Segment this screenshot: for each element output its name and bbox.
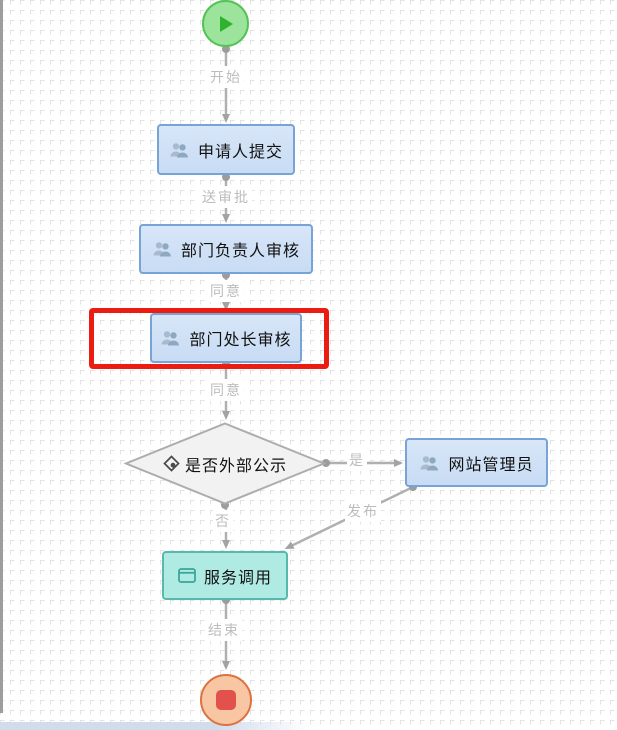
edge-label-publish: 发布 bbox=[345, 500, 381, 522]
edge-label-start: 开始 bbox=[208, 66, 244, 88]
edge-label-agree-2: 同意 bbox=[208, 379, 244, 401]
end-event-node[interactable] bbox=[200, 674, 252, 726]
users-icon bbox=[152, 241, 173, 257]
window-icon bbox=[178, 568, 196, 583]
edge-label-end: 结束 bbox=[206, 619, 242, 641]
gateway-label: 是否外部公示 bbox=[184, 457, 287, 475]
task-node-service-call[interactable]: 服务调用 bbox=[162, 551, 288, 600]
task-node-dept-leader[interactable]: 部门负责人审核 bbox=[139, 224, 313, 274]
edge-label-yes: 是 bbox=[347, 449, 367, 471]
diamond-shape bbox=[124, 422, 326, 505]
task-label: 申请人提交 bbox=[197, 143, 283, 161]
start-event-node[interactable] bbox=[202, 0, 249, 47]
edge-label-no: 否 bbox=[213, 510, 233, 532]
users-icon bbox=[169, 142, 190, 158]
play-icon bbox=[217, 14, 235, 34]
gateway-node-external-publicity[interactable]: 是否外部公示 bbox=[124, 422, 326, 505]
task-label: 部门负责人审核 bbox=[180, 243, 300, 260]
stop-icon bbox=[216, 690, 236, 710]
gateway-icon bbox=[163, 455, 180, 472]
panel-edge-divider bbox=[0, 0, 3, 713]
edge-label-agree-1: 同意 bbox=[208, 280, 244, 302]
edge-label-submit: 送审批 bbox=[200, 186, 252, 208]
task-label: 部门处长审核 bbox=[189, 332, 292, 349]
users-icon bbox=[419, 455, 440, 471]
highlight-box bbox=[89, 308, 329, 369]
users-icon bbox=[160, 330, 181, 346]
canvas-bottom-strip bbox=[0, 722, 310, 730]
task-node-dept-director[interactable]: 部门处长审核 bbox=[150, 313, 302, 363]
task-node-applicant[interactable]: 申请人提交 bbox=[157, 124, 295, 175]
task-node-web-admin[interactable]: 网站管理员 bbox=[405, 438, 548, 487]
task-label: 服务调用 bbox=[203, 569, 272, 587]
task-label: 网站管理员 bbox=[448, 456, 534, 474]
